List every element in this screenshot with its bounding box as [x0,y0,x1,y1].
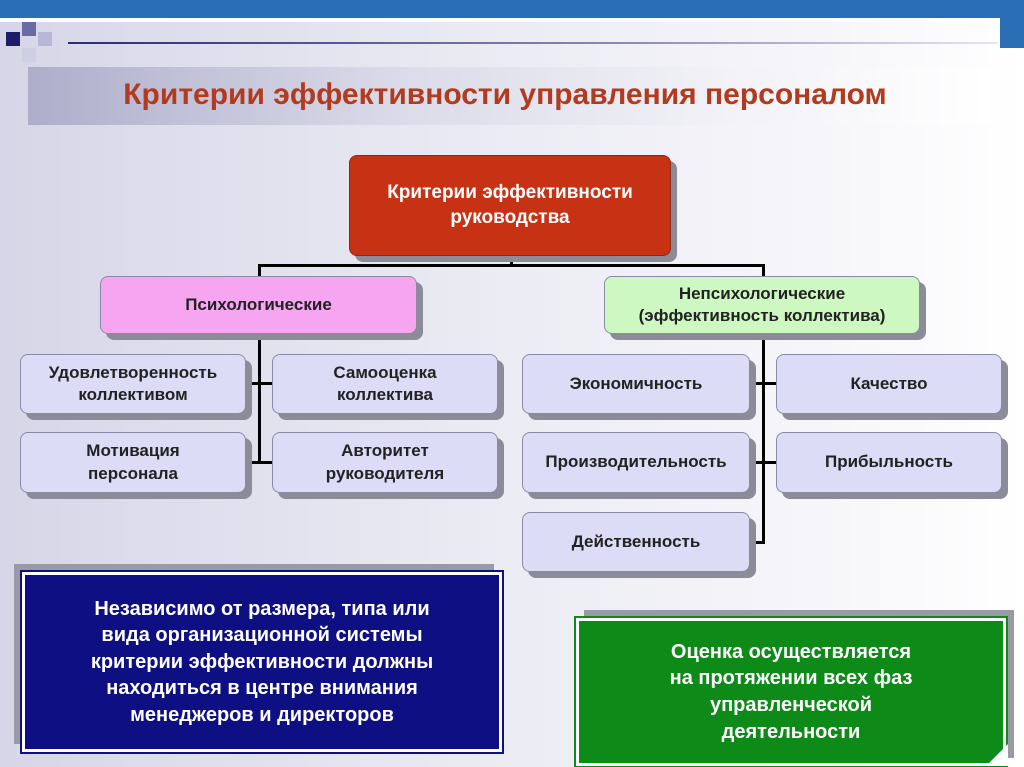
leaf-node: Прибыльность [776,432,1002,493]
connector-line [258,264,261,276]
slide-title: Критерии эффективности управления персон… [123,78,887,111]
leaf-node: Мотивация персонала [20,432,246,493]
connector-line [762,334,765,544]
leaf-line1: Авторитет [341,441,429,461]
leaf-line1: Удовлетворенность [48,362,218,382]
connector-line [762,264,765,276]
leaf-line2: коллектива [336,385,434,404]
leaf-label: Экономичность [569,373,703,393]
leaf-node: Удовлетворенность коллективом [20,354,246,414]
leaf-label: Действенность [571,531,701,551]
psychological-node: Психологические [100,276,417,334]
leaf-node: Самооценка коллектива [272,354,498,414]
header-rule [68,42,998,44]
leaf-label: Прибыльность [825,452,953,472]
note-left: Независимо от размера, типа или вида орг… [20,570,504,754]
root-node: Критерии эффективности руководства [349,155,671,256]
leaf-line2: коллективом [78,385,188,404]
root-node-line1: Критерии эффективности [387,181,633,203]
top-bar [0,0,1024,18]
connector-line [750,461,776,464]
page-fold-corner [986,744,1008,766]
connector-line [510,256,513,266]
connector-line [750,382,776,385]
leaf-line2: руководителя [325,463,445,483]
note-right-line: Оценка осуществляется [670,640,912,663]
note-right-line: управленческой [709,694,873,716]
psychological-label: Психологические [185,294,332,314]
decor-square [22,48,36,62]
leaf-label: Качество [850,373,928,393]
title-bar [28,67,988,125]
leaf-node: Экономичность [522,354,750,414]
note-right-line: на протяжении всех фаз [669,667,913,690]
connector-line [258,264,764,267]
decor-square [54,22,68,36]
non-psychological-line1: Непсихологические [678,283,846,303]
decor-square [22,22,36,36]
decor-square [38,32,52,46]
root-node-line2: руководства [450,206,570,228]
note-right-line: деятельности [721,720,861,743]
leaf-node: Действенность [522,512,750,572]
leaf-line1: Мотивация [86,441,180,461]
note-left-line: менеджеров и директоров [130,703,394,726]
note-left-line: критерии эффективности должны [90,650,434,673]
connector-line [258,334,261,464]
decor-square [6,32,20,46]
note-left-line: Независимо от размера, типа или [94,597,430,620]
top-bar-stripe [0,18,1024,22]
leaf-node: Производительность [522,432,750,493]
leaf-line1: Самооценка [333,362,437,382]
leaf-node: Качество [776,354,1002,414]
connector-line [246,461,272,464]
leaf-node: Авторитет руководителя [272,432,498,493]
leaf-label: Производительность [545,452,727,472]
non-psychological-node: Непсихологические (эффективность коллект… [604,276,920,334]
corner-decoration [1000,18,1024,48]
connector-line [750,541,765,544]
non-psychological-line2: (эффективность коллектива) [638,306,886,325]
note-right: Оценка осуществляется на протяжении всех… [574,616,1008,767]
note-left-line: вида организационной системы [101,624,423,647]
leaf-line2: персонала [88,463,178,483]
connector-line [246,382,272,385]
note-left-line: находиться в центре внимания [106,677,418,700]
